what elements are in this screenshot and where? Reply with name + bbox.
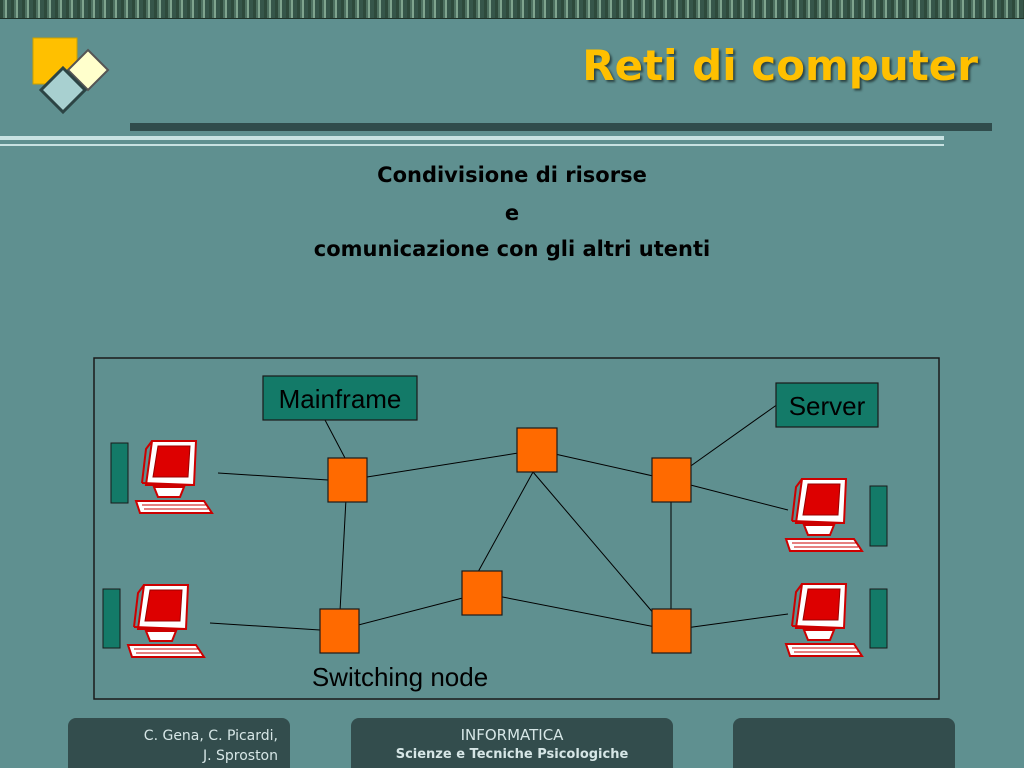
switching-node-3 [651,457,692,503]
title-underline-light [0,136,944,140]
switching-node-2 [516,427,558,473]
link-mainframe-node1 [324,419,346,459]
tower-icon-4 [869,588,888,649]
footer-authors-line-1: C. Gena, C. Picardi, [143,728,278,744]
link-node1-node2 [347,449,538,481]
footer-authors-box: C. Gena, C. Picardi, J. Sproston [68,718,290,768]
subtitle-line-2: e [504,201,520,225]
subtitle-line-3: comunicazione con gli altri utenti [313,237,711,261]
page-title: Reti di computer [582,41,978,90]
title-underline-dark [130,123,992,131]
server-label: Server [789,391,866,421]
link-pc2-node4 [209,622,321,631]
computer-icon-3 [785,478,863,552]
switching-node-label: Switching node [312,662,488,692]
tower-icon-2 [102,588,121,649]
footer-course-box: INFORMATICA Scienze e Tecniche Psicologi… [351,718,673,768]
footer-empty-box [733,718,955,768]
mainframe-label: Mainframe [279,384,402,414]
mainframe-box [262,375,418,421]
link-pc1-node1 [217,472,329,481]
footer-authors-line-2: J. Sproston [202,748,278,764]
circuit-board-banner [0,0,1024,19]
link-node2-node6 [532,471,656,616]
link-node1-node4 [338,479,348,631]
computer-icon-1 [135,440,213,514]
switching-node-6 [651,608,692,654]
title-underline-light-thin [0,144,944,146]
footer-program: Scienze e Tecniche Psicologiche [395,747,629,762]
link-node2-node3 [536,449,672,481]
tower-icon-3 [869,485,888,547]
computer-icon-2 [127,584,205,658]
switching-node-1 [327,457,368,503]
footer-course: INFORMATICA [460,726,564,744]
switching-node-5 [461,570,503,616]
server-box [775,382,879,428]
diagram-frame [93,357,940,700]
link-node4-node5 [338,592,483,631]
diamond-logo-icon [32,37,110,115]
computer-icon-4 [785,583,863,657]
subtitle-line-1: Condivisione di risorse [377,163,647,187]
link-node5-node6 [481,592,672,631]
link-node2-node5 [477,471,534,573]
switching-node-4 [319,608,360,654]
tower-icon-1 [110,442,129,504]
